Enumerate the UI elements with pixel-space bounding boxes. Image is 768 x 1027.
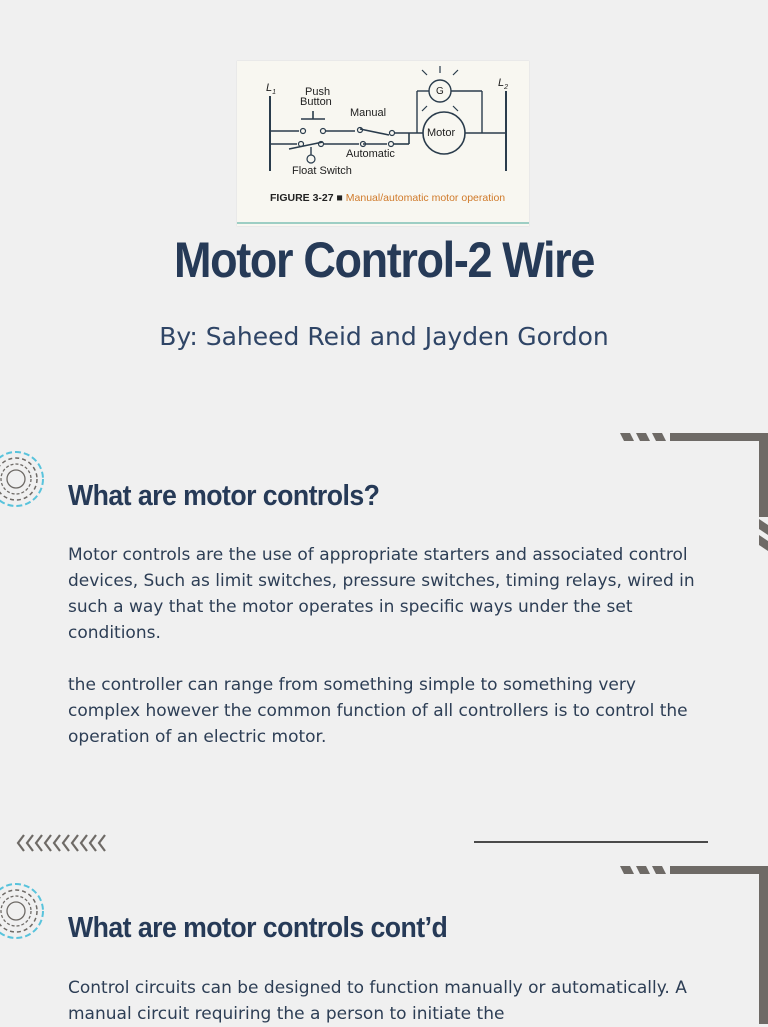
section-1-paragraph-1: Motor controls are the use of appropriat… [68, 545, 695, 643]
push-button-label-2: Button [300, 96, 332, 108]
motor-label: Motor [427, 127, 456, 139]
chevron-left-row-icon [16, 834, 106, 852]
l1-label: L1 [266, 82, 277, 97]
section-heading-2: What are motor controls cont’d [68, 912, 448, 944]
byline: By: Saheed Reid and Jayden Gordon [159, 322, 609, 351]
corner-bracket-decoration [620, 433, 768, 551]
float-switch-label: Float Switch [292, 165, 352, 177]
push-button-label: Push [305, 86, 331, 98]
concentric-circle-icon [0, 451, 44, 507]
page-title: Motor Control-2 Wire [173, 232, 595, 288]
corner-bracket-decoration [620, 866, 768, 1024]
section-1-paragraph-2: the controller can range from something … [68, 675, 688, 747]
caption-bullet: ■ [336, 192, 343, 204]
concentric-circle-icon [0, 883, 44, 939]
figure-caption: FIGURE 3-27 ■ Manual/automatic motor ope… [270, 192, 510, 204]
manual-label: Manual [350, 107, 387, 119]
figure-caption-text: Manual/automatic motor operation [345, 192, 506, 204]
section-heading-1: What are motor controls? [68, 480, 380, 512]
automatic-label: Automatic [346, 148, 395, 160]
figure-number: FIGURE 3-27 [270, 192, 334, 204]
section-2-paragraph-1: Control circuits can be designed to func… [68, 978, 687, 1024]
circuit-diagram [237, 66, 529, 224]
l2-label: L2 [498, 77, 509, 92]
divider-line [474, 841, 708, 843]
circuit-figure: L1 L2 Push Button Manual G Motor Automat… [237, 61, 529, 226]
generator-label: G [436, 86, 444, 97]
